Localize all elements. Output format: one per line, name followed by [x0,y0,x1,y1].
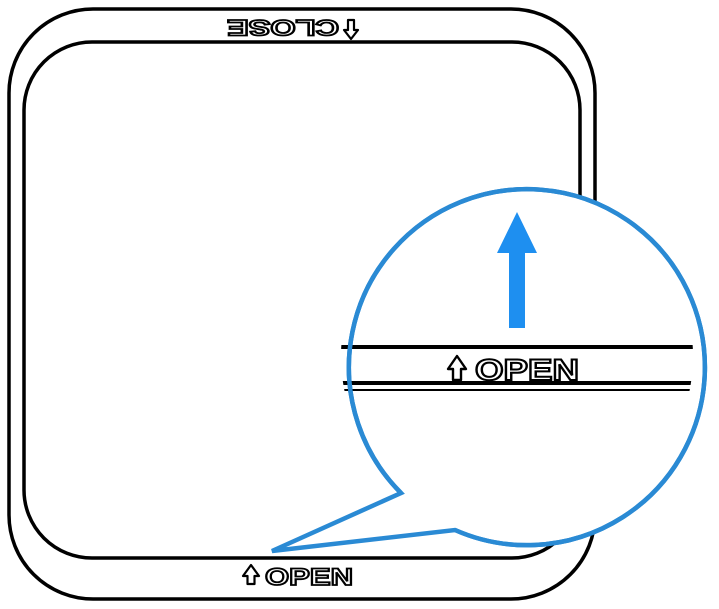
close-label: CLOSE [227,15,339,40]
callout-open-label-group: OPEN [446,353,580,388]
callout-open-label: OPEN [475,354,579,387]
open-label-group: OPEN [241,563,354,592]
arrow-up-icon [497,212,537,328]
arrow-up-outline-icon [446,354,468,382]
arrow-up-outline-icon [241,563,261,586]
open-label: OPEN [265,564,353,591]
close-label-group: CLOSE [226,14,360,41]
callout-bubble-border [346,186,708,548]
arrow-down-outline-icon [342,18,360,41]
callout-zoom-content: OPEN [341,212,693,391]
